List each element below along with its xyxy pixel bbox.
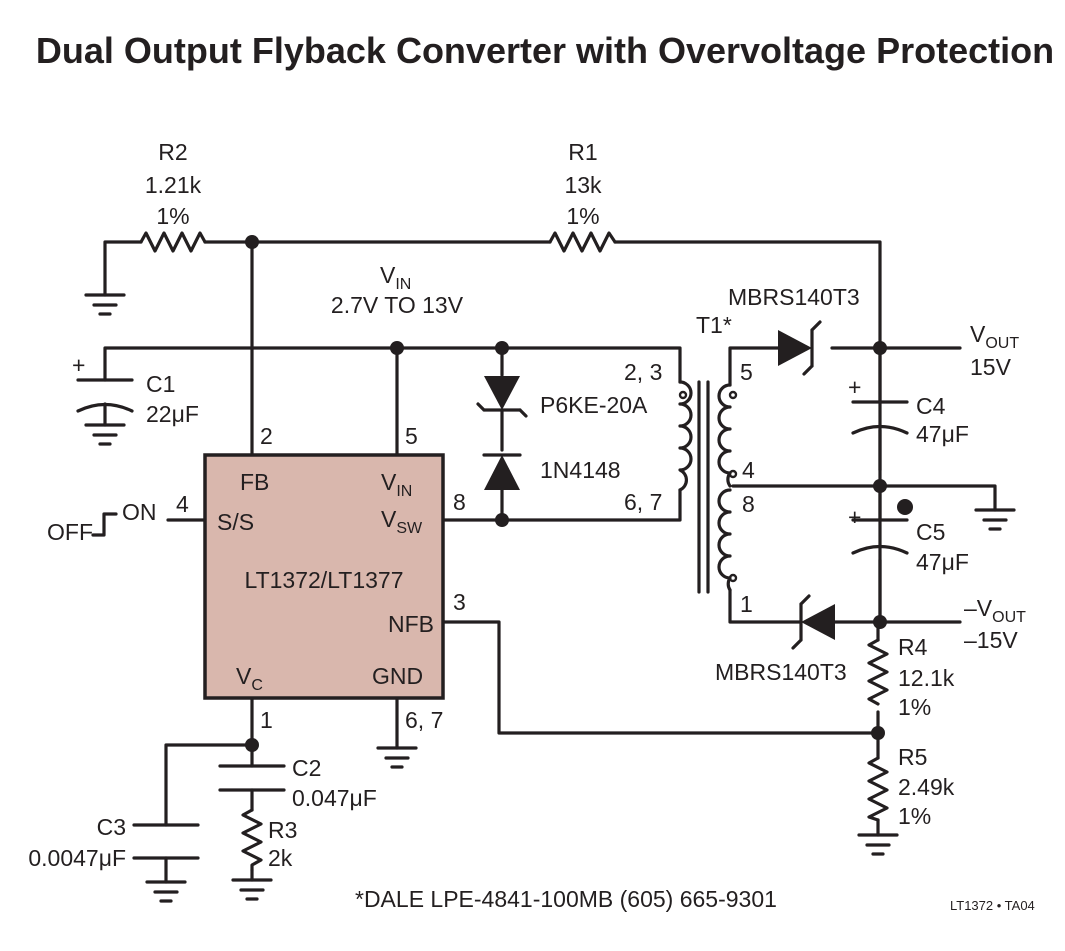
transformer-t1 xyxy=(678,380,738,594)
pin-vsw-number: 8 xyxy=(453,489,466,515)
vout-pos-label: VOUT xyxy=(970,321,1019,352)
r4-tolerance: 1% xyxy=(898,694,931,720)
t1-pin-8: 8 xyxy=(742,491,755,517)
schottky-neg-diode xyxy=(791,594,835,650)
r1-resistor xyxy=(548,231,617,253)
c3-name: C3 xyxy=(97,814,126,840)
r1-tolerance: 1% xyxy=(566,203,599,229)
c3-value: 0.0047μF xyxy=(28,845,126,871)
r4-name: R4 xyxy=(898,634,928,660)
pin-ss-number: 4 xyxy=(176,491,189,517)
c5-plus: + xyxy=(848,504,861,530)
diagram-title: Dual Output Flyback Converter with Overv… xyxy=(36,30,1054,71)
t1-pin-5: 5 xyxy=(740,359,753,385)
t1-pin-4: 4 xyxy=(742,457,755,483)
r2-value: 1.21k xyxy=(145,172,202,198)
r4-value: 12.1k xyxy=(898,665,955,691)
r4-resistor xyxy=(867,638,889,706)
junctions xyxy=(245,235,913,752)
vout-neg-value: –15V xyxy=(964,627,1018,653)
vout-neg-label: –VOUT xyxy=(964,595,1026,626)
pin-vin-number: 5 xyxy=(405,423,418,449)
pin-vc-number: 1 xyxy=(260,707,273,733)
r5-tolerance: 1% xyxy=(898,803,931,829)
c4-capacitor: + xyxy=(848,374,909,435)
pin-vin-label: VIN xyxy=(381,469,412,500)
c2-name: C2 xyxy=(292,755,321,781)
pin-gnd-label: GND xyxy=(372,663,423,689)
c4-value: 47μF xyxy=(916,421,969,447)
pin-fb-label: FB xyxy=(240,469,269,495)
ic-lt1372: LT1372/LT1377 FB 2 VIN 5 VSW 8 S/S 4 NFB… xyxy=(176,423,466,733)
signal-diode xyxy=(482,453,522,490)
footnote: *DALE LPE-4841-100MB (605) 665-9301 xyxy=(355,886,777,912)
t1-pin-6-7: 6, 7 xyxy=(624,489,662,515)
r3-resistor xyxy=(241,808,263,872)
pin-gnd-number: 6, 7 xyxy=(405,707,443,733)
signal-diode-label: 1N4148 xyxy=(540,457,621,483)
t1-label: T1* xyxy=(696,312,732,338)
tvs-diode xyxy=(476,376,528,418)
figure-id: LT1372 • TA04 xyxy=(950,898,1035,913)
r3-name: R3 xyxy=(268,817,297,843)
ic-part-label: LT1372/LT1377 xyxy=(245,567,404,593)
c4-name: C4 xyxy=(916,393,946,419)
on-off-switch-symbol xyxy=(91,512,118,537)
c3-capacitor xyxy=(132,823,200,860)
c5-name: C5 xyxy=(916,519,945,545)
c1-plus: + xyxy=(72,352,85,378)
c1-capacitor: + xyxy=(72,352,134,427)
c2-value: 0.047μF xyxy=(292,785,377,811)
vin-range: 2.7V TO 13V xyxy=(331,292,464,318)
schottky-pos-diode xyxy=(778,320,822,376)
tvs-label: P6KE-20A xyxy=(540,392,648,418)
c1-name: C1 xyxy=(146,371,175,397)
r2-tolerance: 1% xyxy=(156,203,189,229)
r2-resistor xyxy=(139,231,207,253)
vout-pos-value: 15V xyxy=(970,354,1012,380)
t1-pin-1: 1 xyxy=(740,591,753,617)
wires xyxy=(103,240,997,884)
schottky-neg-label: MBRS140T3 xyxy=(715,659,847,685)
r5-name: R5 xyxy=(898,744,927,770)
pin-nfb-label: NFB xyxy=(388,611,434,637)
r2-name: R2 xyxy=(158,139,187,165)
r5-resistor xyxy=(867,756,889,822)
c2-capacitor xyxy=(218,764,286,792)
c5-value: 47μF xyxy=(916,549,969,575)
pin-fb-number: 2 xyxy=(260,423,273,449)
r5-value: 2.49k xyxy=(898,774,955,800)
c1-value: 22μF xyxy=(146,401,199,427)
r1-value: 13k xyxy=(564,172,602,198)
ground-symbols xyxy=(84,293,1016,903)
pin-nfb-number: 3 xyxy=(453,589,466,615)
switch-on-label: ON xyxy=(122,499,157,525)
vin-label: VIN xyxy=(380,262,411,293)
r3-value: 2k xyxy=(268,845,293,871)
pin-ss-label: S/S xyxy=(217,509,254,535)
pin-vc-label: VC xyxy=(236,663,263,694)
r1-name: R1 xyxy=(568,139,597,165)
pin-vsw-label: VSW xyxy=(381,506,423,537)
c4-plus: + xyxy=(848,374,861,400)
schottky-pos-label: MBRS140T3 xyxy=(728,284,860,310)
c5-capacitor: + xyxy=(848,504,909,555)
switch-off-label: OFF xyxy=(47,519,93,545)
t1-pin-2-3: 2, 3 xyxy=(624,359,662,385)
